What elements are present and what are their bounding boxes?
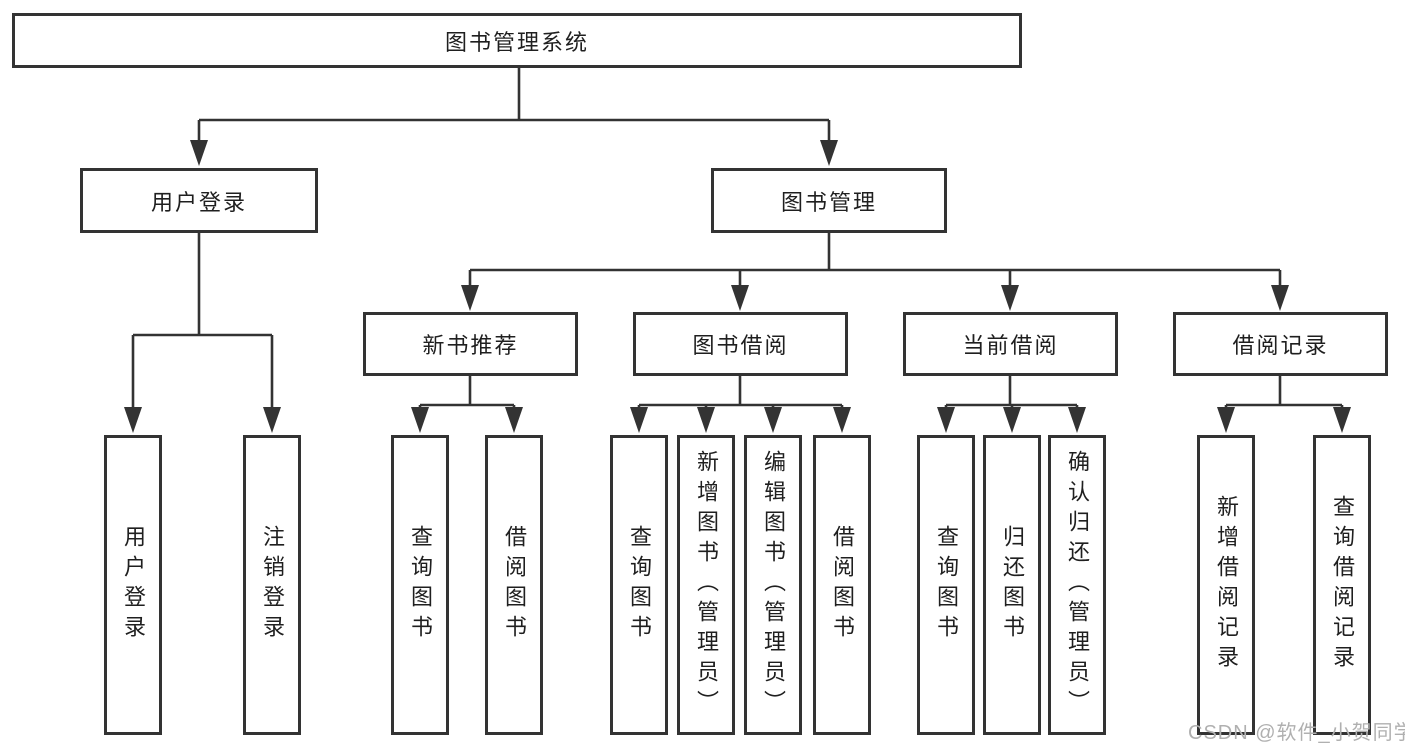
leaf-bb-query-books: 查询图书 [610,435,668,735]
node-user-login: 用户登录 [80,168,318,233]
node-current-borrow: 当前借阅 [903,312,1118,376]
leaf-nb-borrow-books-label: 借阅图书 [502,525,527,645]
leaf-cb-confirm-return-admin: 确认归还（管理员） [1048,435,1106,735]
leaf-bb-add-books-admin-label: 新增图书（管理员） [694,450,719,720]
node-borrow-records: 借阅记录 [1173,312,1388,376]
node-root: 图书管理系统 [12,13,1022,68]
leaf-nb-query-books: 查询图书 [391,435,449,735]
leaf-user-login-label: 用户登录 [121,525,146,645]
leaf-br-add-record: 新增借阅记录 [1197,435,1255,735]
node-current-borrow-label: 当前借阅 [962,333,1059,358]
node-book-borrow: 图书借阅 [633,312,848,376]
leaf-br-query-record: 查询借阅记录 [1313,435,1371,735]
node-user-login-label: 用户登录 [150,189,247,215]
node-book-management-label: 图书管理 [780,189,877,215]
leaf-bb-borrow-books: 借阅图书 [813,435,871,735]
leaf-nb-query-books-label: 查询图书 [408,525,433,645]
leaf-cb-return-books-label: 归还图书 [1000,525,1025,645]
node-book-borrow-label: 图书借阅 [692,333,789,358]
leaf-cb-return-books: 归还图书 [983,435,1041,735]
node-borrow-records-label: 借阅记录 [1232,333,1329,358]
leaf-bb-edit-books-admin: 编辑图书（管理员） [744,435,802,735]
leaf-user-login: 用户登录 [104,435,162,735]
leaf-bb-add-books-admin: 新增图书（管理员） [677,435,735,735]
leaf-cb-query-books: 查询图书 [917,435,975,735]
leaf-logout-label: 注销登录 [260,525,285,645]
leaf-br-query-record-label: 查询借阅记录 [1330,495,1355,675]
leaf-bb-edit-books-admin-label: 编辑图书（管理员） [761,450,786,720]
node-book-management: 图书管理 [711,168,947,233]
node-new-book-recommend-label: 新书推荐 [422,333,519,358]
csdn-watermark: CSDN @软件_小贺同学 [1188,722,1405,744]
leaf-bb-query-books-label: 查询图书 [627,525,652,645]
node-new-book-recommend: 新书推荐 [363,312,578,376]
leaf-cb-confirm-return-admin-label: 确认归还（管理员） [1065,450,1090,720]
leaf-br-add-record-label: 新增借阅记录 [1214,495,1239,675]
leaf-nb-borrow-books: 借阅图书 [485,435,543,735]
leaf-logout: 注销登录 [243,435,301,735]
leaf-bb-borrow-books-label: 借阅图书 [830,525,855,645]
node-root-label: 图书管理系统 [444,29,589,55]
leaf-cb-query-books-label: 查询图书 [934,525,959,645]
